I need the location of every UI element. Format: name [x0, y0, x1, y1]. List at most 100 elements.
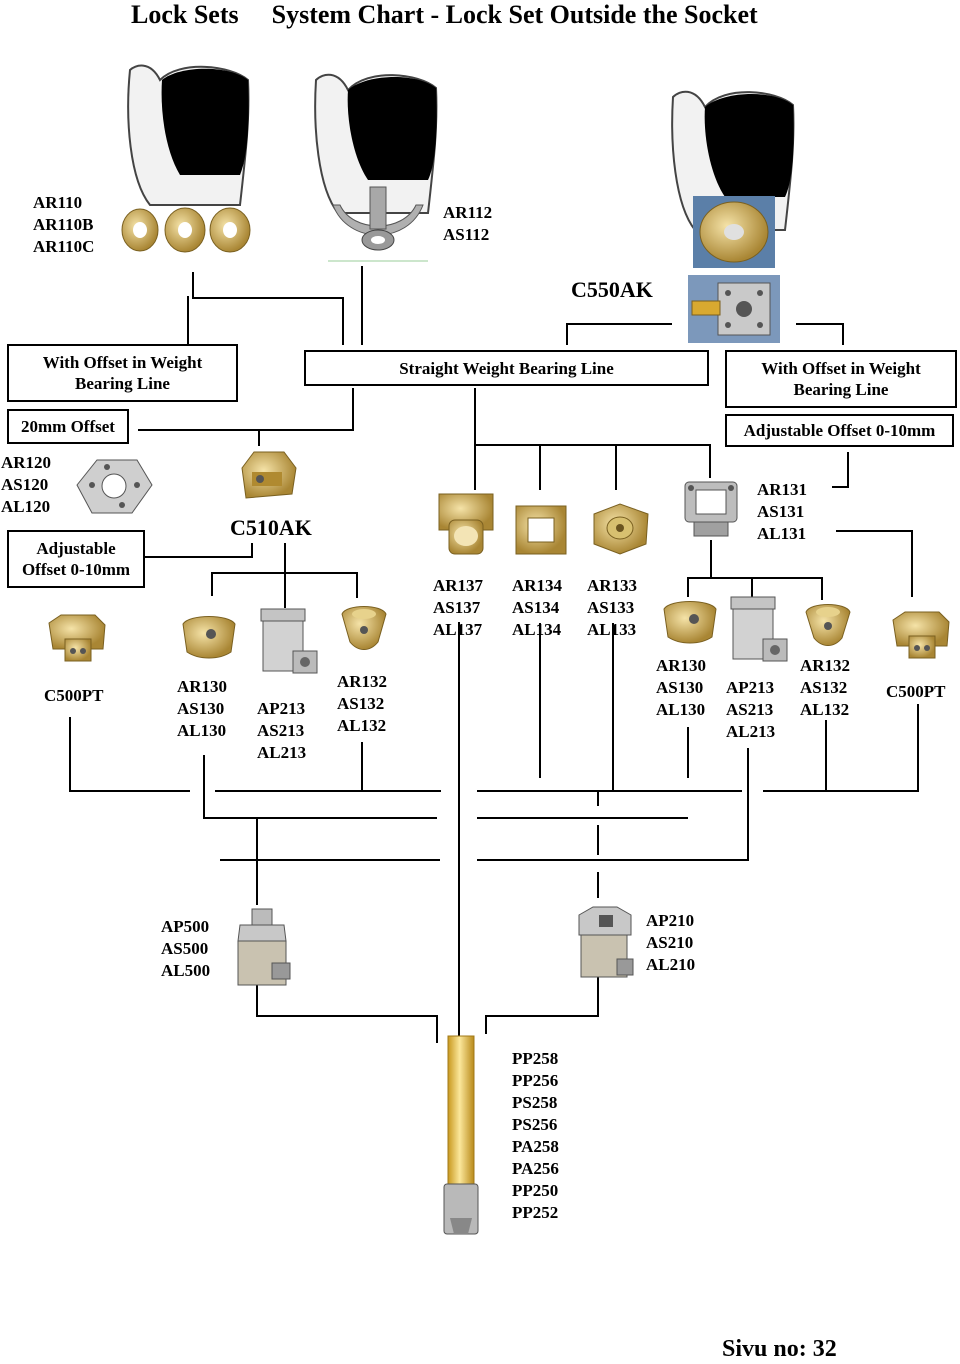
label-line: AS120 [1, 475, 49, 494]
ar130-right-label: AR130 AS130 AL130 [656, 655, 706, 721]
ap210-label: AP210 AS210 AL210 [646, 910, 695, 976]
label-line: AR112 [443, 203, 493, 222]
box-line: With Offset in Weight [42, 353, 203, 372]
socket-illustration-1 [127, 64, 250, 206]
pylon-tube [443, 1035, 479, 1235]
title-right: System Chart - Lock Set Outside the Sock… [271, 0, 758, 29]
label-line: AL133 [587, 620, 637, 639]
ar133-label: AR133 AS133 AL133 [587, 575, 637, 641]
label-line: AL134 [512, 620, 562, 639]
label-line: AL213 [257, 743, 307, 762]
label-line: PP256 [512, 1071, 559, 1090]
c500pt-right-adapter [892, 611, 950, 659]
ar112-adapter [328, 186, 428, 262]
socket-illustration-3 [671, 90, 795, 231]
label-line: AR110B [33, 215, 94, 234]
ar134-label: AR134 AS134 AL134 [512, 575, 562, 641]
label-line: AS112 [443, 225, 490, 244]
ar132-right-adapter [805, 604, 851, 646]
ar132-left-label: AR132 AS132 AL132 [337, 671, 387, 737]
label-line: AS133 [587, 598, 635, 617]
box-line: Adjustable Offset 0-10mm [743, 421, 936, 440]
ap500-clamp [237, 908, 291, 986]
adjustable-left-box: Adjustable Offset 0-10mm [7, 530, 145, 588]
label-line: AL137 [433, 620, 483, 639]
label-line: AR132 [800, 656, 851, 675]
c550ak-block [688, 275, 780, 343]
label-line: AL132 [800, 700, 850, 719]
box-line: Straight Weight Bearing Line [399, 358, 614, 378]
pylon-label: PP258 PP256 PS258 PS256 PA258 PA256 PP25… [512, 1048, 559, 1224]
ar131-label: AR131 AS131 AL131 [757, 479, 807, 545]
page-number: Sivu no: 32 [722, 1336, 837, 1362]
label-line: AS210 [646, 933, 694, 952]
label-line: AL130 [656, 700, 706, 719]
label-line: AS131 [757, 502, 805, 521]
label-line: AS134 [512, 598, 560, 617]
ar134-adapter [515, 505, 567, 555]
label-line: AR133 [587, 576, 638, 595]
label-line: AS132 [337, 694, 385, 713]
label-line: AL130 [177, 721, 227, 740]
label-line: AL131 [757, 524, 807, 543]
ar130-left-label: AR130 AS130 AL130 [177, 676, 227, 742]
ar133-adapter [593, 503, 649, 555]
label-line: AR132 [337, 672, 388, 691]
label-line: AL213 [726, 722, 776, 741]
label-line: AP210 [646, 911, 695, 930]
offset-20mm-box: 20mm Offset [7, 409, 129, 444]
offset-right-box: With Offset in Weight Bearing Line [725, 350, 957, 408]
ar130-right-adapter [663, 601, 717, 644]
ar132-right-label: AR132 AS132 AL132 [800, 655, 850, 721]
ap213-left-clamp [260, 608, 318, 674]
label-line: AR110C [33, 237, 95, 256]
label-line: PA256 [512, 1159, 559, 1178]
c550ak-disc [693, 196, 775, 268]
label-line: PP252 [512, 1203, 559, 1222]
label-line: AL120 [1, 497, 51, 516]
label-line: PA258 [512, 1137, 559, 1156]
label-line: AS130 [177, 699, 225, 718]
ar112-label: AR112 AS112 [443, 202, 492, 246]
label-line: PP258 [512, 1049, 559, 1068]
c510ak-label: C510AK [230, 515, 312, 540]
ap210-clamp [578, 906, 634, 978]
label-line: AR130 [656, 656, 707, 675]
straight-line-box: Straight Weight Bearing Line [304, 350, 709, 386]
box-line: Adjustable [36, 539, 116, 558]
label-line: AP213 [257, 699, 306, 718]
label-line: AP500 [161, 917, 210, 936]
label-line: PS256 [512, 1115, 558, 1134]
label-line: AR120 [1, 453, 52, 472]
c500pt-right-label: C500PT [886, 682, 946, 701]
ar110-adapter-discs [121, 207, 251, 253]
ap500-label: AP500 AS500 AL500 [161, 916, 210, 982]
label-line: AR131 [757, 480, 808, 499]
ar120-label: AR120 AS120 AL120 [1, 452, 51, 518]
title-left: Lock Sets [131, 0, 239, 29]
label-line: AP213 [726, 678, 775, 697]
box-line: Bearing Line [793, 380, 889, 399]
box-line: Offset 0-10mm [21, 560, 131, 579]
adjustable-right-box: Adjustable Offset 0-10mm [725, 414, 954, 447]
box-line: Bearing Line [75, 374, 170, 393]
label-line: AS137 [433, 598, 481, 617]
ar130-left-adapter [182, 616, 236, 659]
label-line: AS213 [726, 700, 774, 719]
ar132-left-adapter [341, 606, 387, 650]
box-line: 20mm Offset [21, 417, 115, 436]
label-line: PS258 [512, 1093, 558, 1112]
label-line: AS500 [161, 939, 209, 958]
label-line: AL500 [161, 961, 211, 980]
ap213-right-clamp [730, 596, 788, 662]
ar137-adapter [438, 493, 494, 555]
ap213-right-label: AP213 AS213 AL213 [726, 677, 775, 743]
c500pt-left-label: C500PT [44, 686, 104, 705]
socket-illustration-2 [314, 73, 438, 214]
c550ak-label: C550AK [571, 277, 653, 302]
label-line: AS213 [257, 721, 305, 740]
ar131-adapter [684, 481, 738, 537]
ap213-left-label: AP213 AS213 AL213 [257, 698, 306, 764]
label-line: AR137 [433, 576, 484, 595]
